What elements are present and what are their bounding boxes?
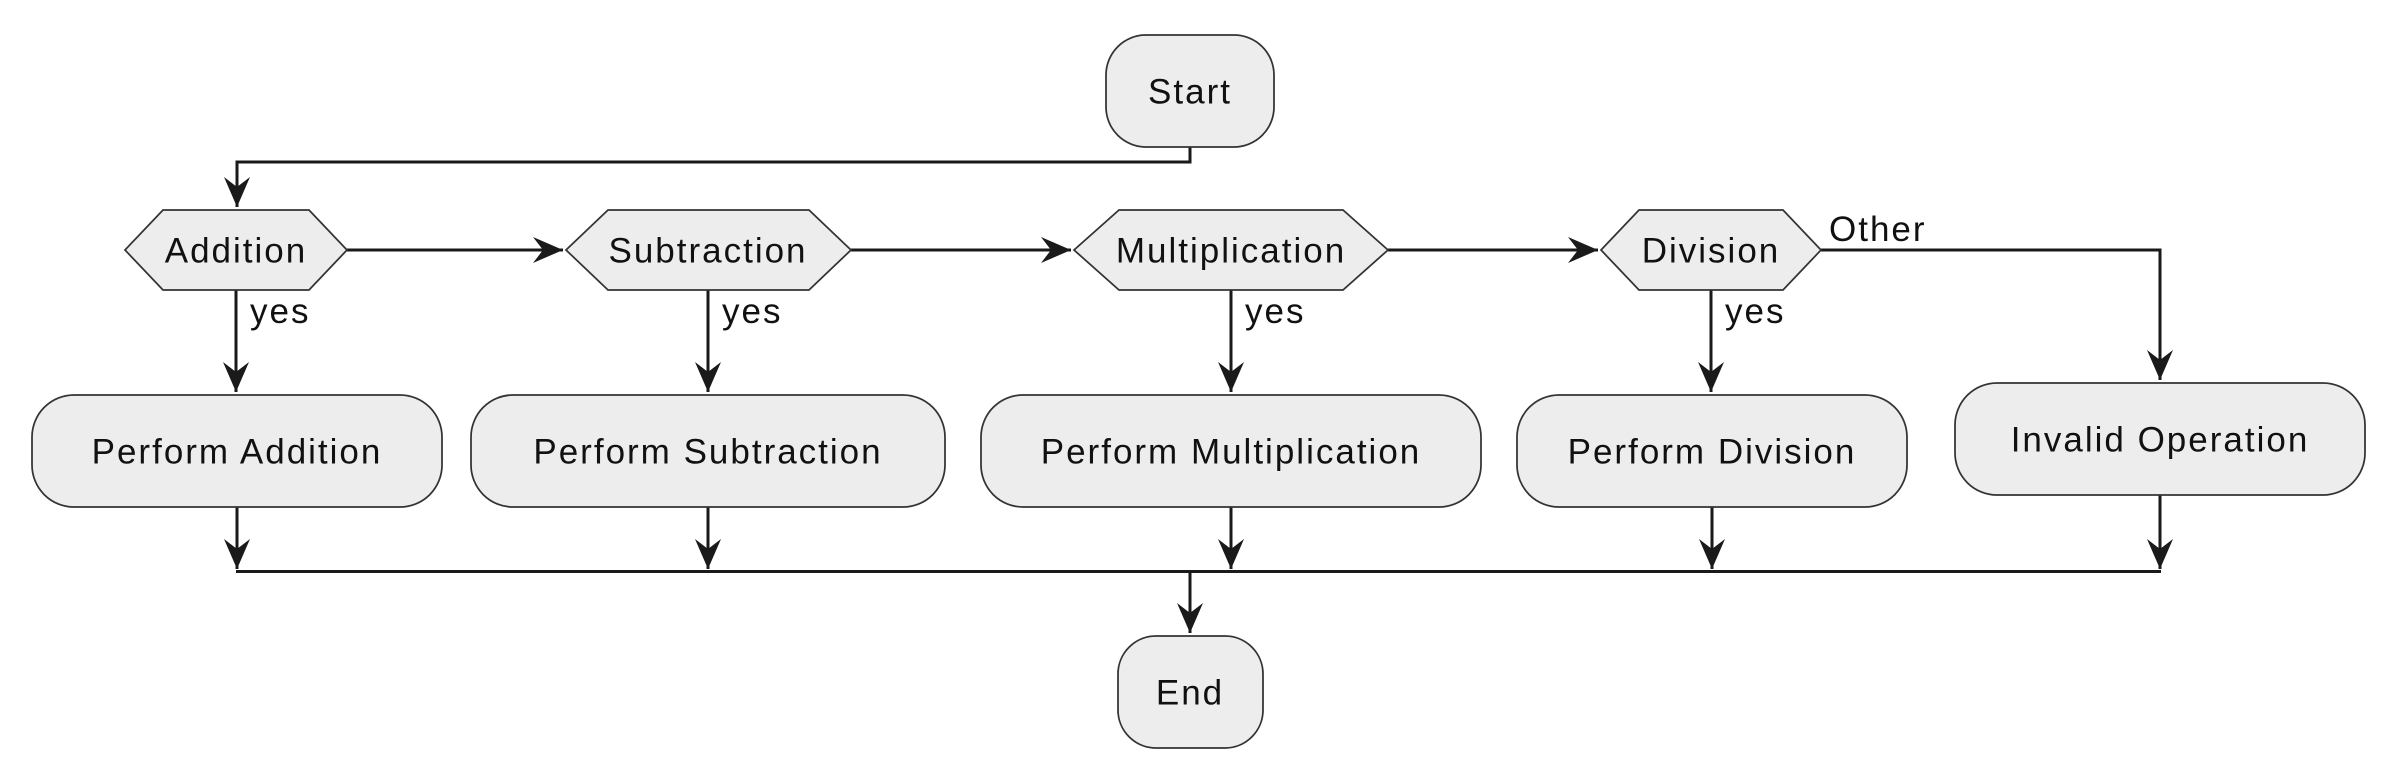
edge-start-to-addition [224, 147, 1192, 207]
division-node-label: Division [1642, 232, 1781, 271]
end-node-shape [1117, 635, 1264, 749]
node-start: Start [1105, 34, 1275, 148]
edge-labels-layer: yes yes yes yes Other [250, 210, 1927, 331]
edges-layer [223, 147, 2173, 633]
node-decision-subtraction: Subtraction [564, 209, 853, 291]
subtraction-node-label: Subtraction [608, 232, 807, 271]
invalid-operation-label: Invalid Operation [2011, 421, 2310, 460]
perform-addition-label: Perform Addition [92, 433, 383, 472]
perform-division-shape [1516, 394, 1908, 508]
invalid-operation-shape [1954, 382, 2366, 496]
node-perform-division: Perform Division [1516, 394, 1908, 508]
addition-hexagon-shape [123, 209, 349, 291]
multiplication-node-label: Multiplication [1116, 232, 1346, 271]
node-decision-division: Division [1599, 209, 1823, 291]
start-node-label: Start [1148, 73, 1232, 112]
node-decision-multiplication: Multiplication [1072, 209, 1390, 291]
end-node-label: End [1156, 674, 1224, 713]
label-division-other: Other [1829, 210, 1927, 249]
label-subtraction-yes: yes [722, 292, 782, 331]
node-invalid-operation: Invalid Operation [1954, 382, 2366, 496]
label-addition-yes: yes [250, 292, 310, 331]
perform-multiplication-label: Perform Multiplication [1041, 433, 1422, 472]
node-end: End [1117, 635, 1264, 749]
subtraction-hexagon-shape [564, 209, 853, 291]
node-perform-subtraction: Perform Subtraction [470, 394, 946, 508]
nodes-layer: Start Addition Subtraction Multiplicatio… [31, 34, 2366, 749]
node-decision-addition: Addition [123, 209, 349, 291]
perform-subtraction-label: Perform Subtraction [533, 433, 882, 472]
perform-division-label: Perform Division [1568, 433, 1857, 472]
division-hexagon-shape [1599, 209, 1823, 291]
node-perform-addition: Perform Addition [31, 394, 443, 508]
perform-addition-shape [31, 394, 443, 508]
multiplication-hexagon-shape [1072, 209, 1390, 291]
start-node-shape [1105, 34, 1275, 148]
node-perform-multiplication: Perform Multiplication [980, 394, 1482, 508]
edge-division-other-to-invalid [1821, 248, 2173, 380]
addition-node-label: Addition [165, 232, 307, 271]
label-multiplication-yes: yes [1245, 292, 1305, 331]
perform-multiplication-shape [980, 394, 1482, 508]
perform-subtraction-shape [470, 394, 946, 508]
label-division-yes: yes [1725, 292, 1785, 331]
